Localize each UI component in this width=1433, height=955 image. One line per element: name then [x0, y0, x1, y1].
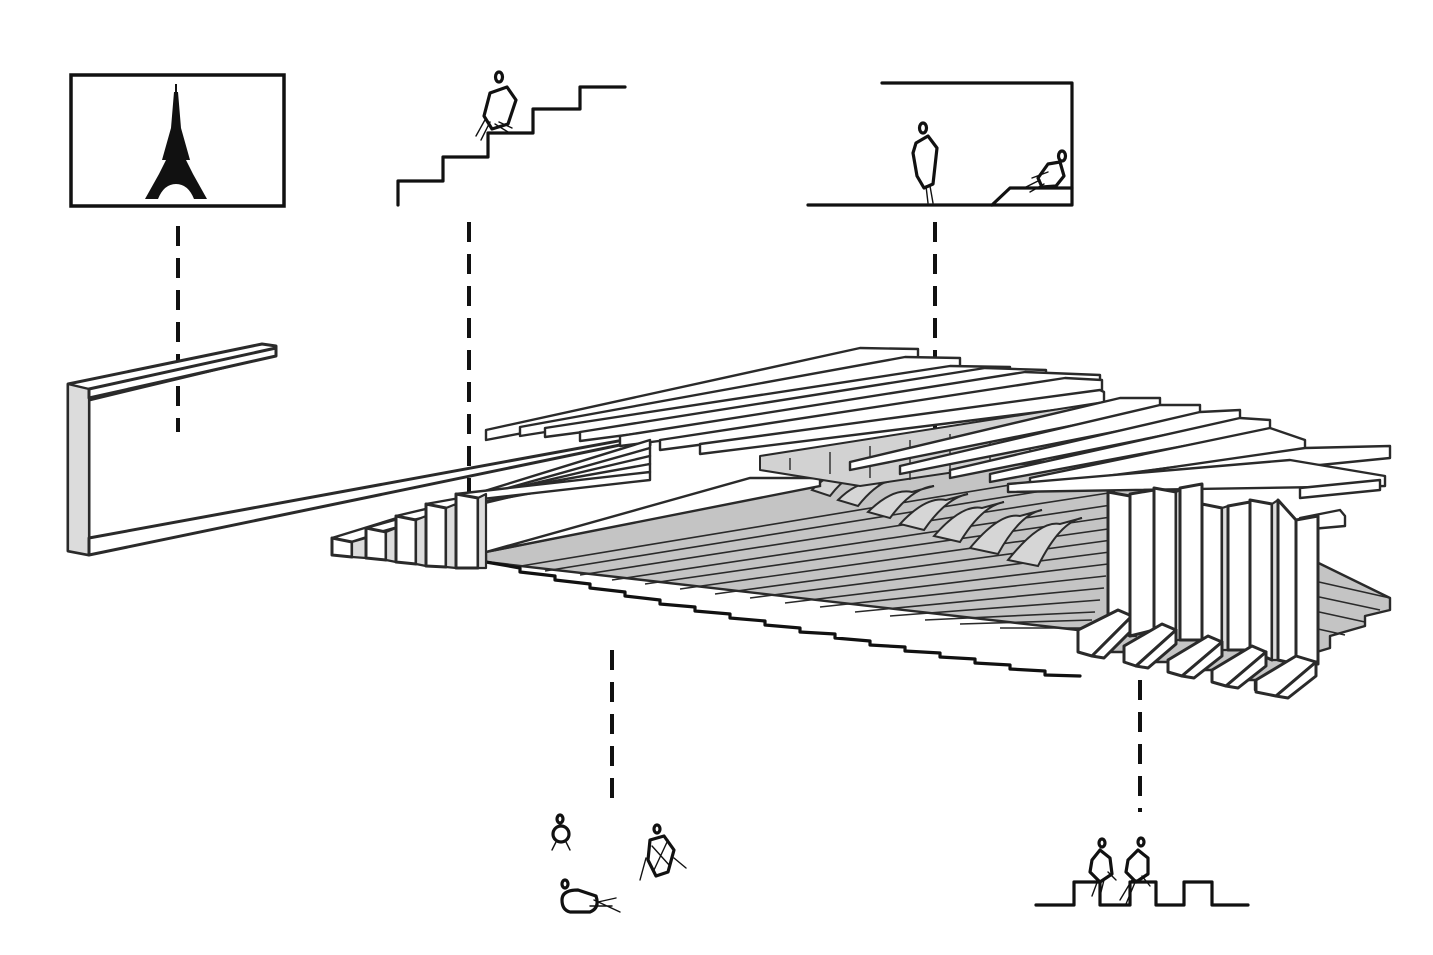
people-sitting-on-benches-icon [1088, 836, 1151, 905]
viewing-frame-structure [66, 342, 652, 557]
left-steps [330, 438, 652, 570]
vignette-stairs [396, 70, 627, 207]
vignette-benches [1034, 836, 1250, 907]
eiffel-tower-icon [145, 84, 207, 199]
structure [66, 342, 1392, 700]
person-sitting-on-steps-icon [475, 70, 518, 141]
upper-deck [484, 346, 1392, 532]
right-benches [1076, 482, 1320, 700]
stairs-profile [396, 85, 627, 207]
vignette-view [69, 73, 286, 208]
bench-profile [1034, 880, 1250, 907]
people-lying-on-ground-icon [551, 813, 687, 914]
person-standing-and-reclining-icon [911, 121, 1068, 204]
ledge-section [806, 81, 1074, 207]
vignette-ledge [806, 81, 1074, 207]
